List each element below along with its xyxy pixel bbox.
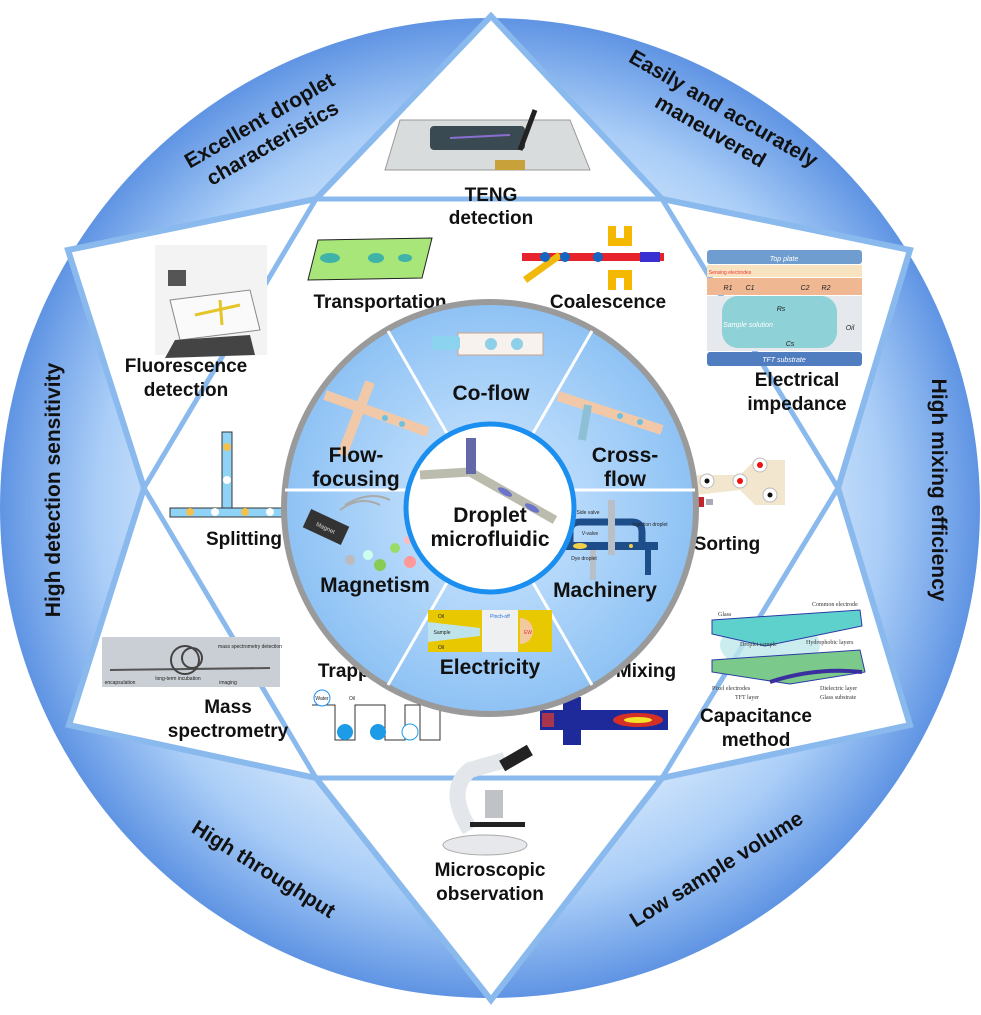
coflow-illustration	[432, 332, 544, 356]
svg-text:Pixel electrodes: Pixel electrodes	[712, 686, 751, 692]
svg-text:Glass: Glass	[718, 612, 732, 618]
svg-text:Sample: Sample	[434, 630, 451, 636]
microscopic-label: observation	[436, 884, 544, 905]
advantage-high-sensitivity: High detection sensitivity	[42, 362, 65, 617]
svg-text:Cs: Cs	[786, 341, 795, 348]
svg-text:TFT layer: TFT layer	[735, 695, 759, 701]
fluorescence-label: Fluorescence	[125, 356, 248, 377]
svg-text:Oil: Oil	[438, 614, 444, 620]
impedance-illustration: Top plate Sensing electrodes R1 C1 C2 R2…	[707, 250, 862, 366]
fluorescence-illustration	[155, 245, 267, 358]
center-chip-illustration	[419, 438, 558, 524]
svg-text:Hydrophobic layers: Hydrophobic layers	[806, 640, 854, 646]
sorting-illustration	[695, 457, 785, 507]
coflow-label: Co-flow	[453, 382, 531, 405]
impedance-label: impedance	[747, 394, 846, 415]
svg-text:Top plate: Top plate	[770, 256, 799, 263]
fluorescence-label: detection	[144, 380, 228, 401]
svg-text:Pinch-off: Pinch-off	[490, 614, 510, 620]
mixing-label: Mixing	[616, 661, 676, 682]
capacitance-illustration: Glass Common electrode Droplet sample Hy…	[711, 602, 866, 701]
electricity-label: Electricity	[440, 656, 541, 679]
svg-text:TFT substrate: TFT substrate	[762, 357, 806, 364]
svg-text:V-valve: V-valve	[582, 531, 599, 537]
svg-text:Water: Water	[315, 696, 328, 702]
svg-text:Side valve: Side valve	[576, 510, 599, 516]
svg-text:Rs: Rs	[777, 306, 786, 313]
center-label: Droplet	[453, 504, 527, 527]
teng-label: detection	[449, 208, 533, 229]
flow-focusing-illustration	[323, 380, 430, 457]
svg-text:Dielectric layer: Dielectric layer	[820, 686, 857, 692]
mixing-illustration	[540, 697, 668, 745]
svg-text:R2: R2	[822, 285, 831, 292]
svg-text:Droplet sample: Droplet sample	[740, 642, 777, 648]
svg-text:C1: C1	[746, 285, 755, 292]
sorting-label: Sorting	[694, 534, 761, 555]
center-circle	[403, 421, 577, 595]
magnetism-label: Magnetism	[320, 574, 430, 597]
svg-text:Dye droplet: Dye droplet	[571, 556, 597, 562]
coalescence-label: Coalescence	[550, 292, 666, 313]
svg-text:Common electrode: Common electrode	[812, 602, 858, 608]
transportation-label: Transportation	[313, 292, 446, 313]
svg-text:Oil: Oil	[438, 645, 444, 651]
electricity-illustration: Oil Sample Pinch-off EW Oil	[428, 610, 552, 652]
svg-text:Glass substrate: Glass substrate	[820, 695, 856, 701]
cross-flow-illustration	[556, 391, 664, 441]
magnetism-illustration: Magnet	[302, 495, 416, 571]
teng-label: TENG	[465, 185, 518, 206]
coalescence-illustration	[522, 226, 664, 290]
svg-text:Oil: Oil	[349, 696, 355, 702]
microscope-illustration	[442, 744, 533, 856]
svg-text:Injection droplet: Injection droplet	[632, 522, 668, 528]
splitting-label: Splitting	[206, 529, 282, 550]
mass-spec-label: Mass	[204, 697, 252, 718]
center-label: microfluidic	[430, 528, 549, 551]
svg-text:imaging: imaging	[219, 680, 237, 686]
manipulation-hexagon	[141, 196, 841, 781]
machinery-label: Machinery	[553, 579, 657, 602]
capacitance-label: Capacitance	[700, 706, 812, 727]
svg-text:long-term incubation: long-term incubation	[155, 676, 201, 682]
teng-illustration	[384, 109, 591, 171]
svg-text:C2: C2	[801, 285, 810, 292]
capacitance-label: method	[722, 730, 791, 751]
cross-flow-label: Cross-	[592, 444, 659, 467]
mass-spec-label: spectrometry	[168, 721, 289, 742]
svg-text:encapsulation: encapsulation	[105, 680, 136, 686]
svg-text:Oil: Oil	[846, 325, 855, 332]
transportation-illustration	[307, 237, 433, 281]
svg-text:EW: EW	[524, 630, 532, 636]
mass-spec-illustration: encapsulation long-term incubation imagi…	[102, 637, 282, 687]
microscopic-label: Microscopic	[435, 860, 546, 881]
svg-text:Sample solution: Sample solution	[723, 322, 773, 329]
cross-flow-label: flow	[604, 468, 647, 491]
flow-focusing-label: Flow-	[329, 444, 384, 467]
advantage-high-mixing: High mixing efficiency	[927, 379, 950, 602]
svg-text:R1: R1	[724, 285, 733, 292]
svg-text:mass spectrometry detection: mass spectrometry detection	[218, 644, 282, 650]
svg-text:Sensing electrodes: Sensing electrodes	[709, 270, 752, 276]
impedance-label: Electrical	[755, 370, 840, 391]
flow-focusing-label: focusing	[312, 468, 400, 491]
